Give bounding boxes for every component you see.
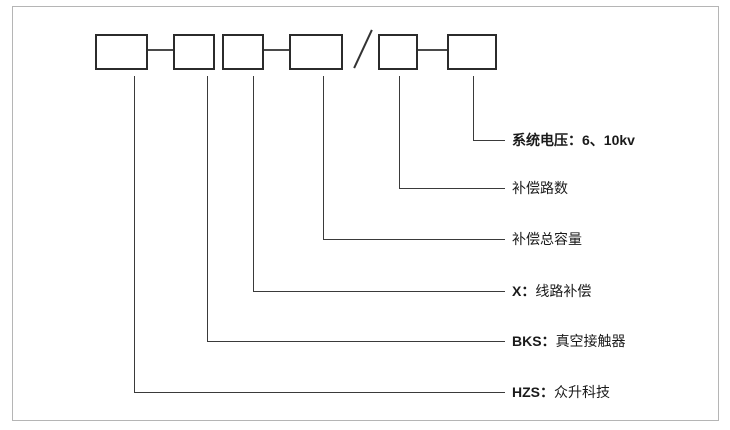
code-box-2 (173, 34, 215, 70)
label-manufacturer-text: 众升科技 (554, 384, 610, 400)
leader-vertical-total-capacity (323, 76, 324, 239)
leader-vertical-circuit-count (399, 76, 400, 188)
leader-vertical-vacuum-contactor (207, 76, 208, 341)
label-total-capacity-text: 补偿总容量 (512, 231, 582, 247)
label-system-voltage: 系统电压：6、10kv (512, 131, 635, 149)
label-circuit-count-text: 补偿路数 (512, 180, 568, 196)
leader-vertical-system-voltage (473, 76, 474, 140)
label-manufacturer-prefix: HZS： (512, 384, 554, 400)
label-line-compensation: X：线路补偿 (512, 282, 591, 300)
leader-horizontal-vacuum-contactor (207, 341, 505, 342)
code-box-5 (378, 34, 418, 70)
connector-box1-box2 (148, 49, 173, 51)
label-system-voltage-prefix: 系统电压： (512, 132, 582, 148)
connector-box5-box6 (418, 49, 447, 51)
label-compensation-total-capacity: 补偿总容量 (512, 230, 582, 248)
leader-horizontal-system-voltage (473, 140, 505, 141)
leader-vertical-line-compensation (253, 76, 254, 291)
leader-horizontal-total-capacity (323, 239, 505, 240)
leader-vertical-manufacturer (134, 76, 135, 392)
code-box-3 (222, 34, 264, 70)
leader-horizontal-line-compensation (253, 291, 505, 292)
label-line-compensation-text: 线路补偿 (535, 283, 592, 299)
code-box-1 (95, 34, 148, 70)
code-box-6 (447, 34, 497, 70)
connector-box3-box4 (264, 49, 289, 51)
label-line-compensation-prefix: X： (512, 283, 536, 299)
label-manufacturer: HZS：众升科技 (512, 383, 610, 401)
label-compensation-circuit-count: 补偿路数 (512, 179, 568, 197)
label-vacuum-contactor-text: 真空接触器 (555, 333, 626, 349)
leader-horizontal-circuit-count (399, 188, 505, 189)
label-vacuum-contactor: BKS：真空接触器 (512, 332, 626, 350)
label-system-voltage-text: 6、10kv (582, 132, 635, 148)
code-box-4 (289, 34, 343, 70)
leader-horizontal-manufacturer (134, 392, 505, 393)
label-vacuum-contactor-prefix: BKS： (512, 333, 556, 349)
outer-frame (12, 6, 719, 421)
